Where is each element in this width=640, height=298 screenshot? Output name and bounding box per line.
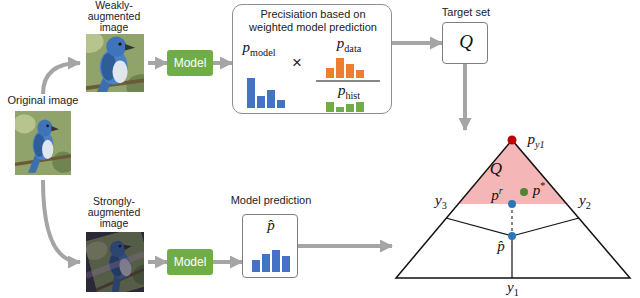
flow-arrow — [298, 244, 392, 248]
original-image — [13, 111, 75, 175]
node-label: Model prediction — [221, 193, 321, 207]
point-dot — [508, 232, 516, 240]
image-node: Original image — [4, 94, 82, 180]
simplex — [396, 136, 630, 279]
projection-line — [511, 236, 512, 278]
prediction-box: Model predictionp̂ — [242, 214, 298, 278]
node-label: × — [285, 53, 309, 72]
flow-arrow — [213, 260, 242, 264]
data-bars — [326, 58, 364, 78]
flow-arrow — [392, 41, 442, 45]
weak-image — [73, 26, 156, 102]
strong-image — [82, 225, 159, 298]
math-label: p̂ — [493, 238, 509, 255]
math-label: p* — [530, 182, 548, 199]
math-label: phist — [325, 82, 373, 99]
flow-arrow — [148, 260, 167, 264]
image-node: Strongly-augmented image — [80, 196, 148, 294]
node-label: Strongly-augmented image — [80, 196, 148, 229]
flow-arrow — [463, 64, 467, 130]
math-label: py1 — [523, 131, 549, 148]
projection-line — [512, 218, 579, 236]
node-label: Weakly-augmented image — [80, 0, 148, 33]
target-box: Target setQ — [442, 22, 488, 64]
point-dot — [520, 188, 528, 196]
math-label: p̂ — [243, 217, 299, 234]
math-label: y2 — [576, 192, 594, 209]
prediction-bars — [252, 250, 290, 272]
target-region — [458, 140, 567, 204]
node-label: Target set — [433, 5, 499, 19]
math-label: y3 — [432, 192, 450, 209]
vertex-dot — [508, 136, 517, 145]
model-bars — [247, 78, 285, 108]
fraction-line — [316, 80, 380, 81]
simplex-node: py1Qp* y3 y2 pr p̂ y1 — [392, 130, 636, 296]
dashed-line — [511, 204, 512, 236]
node-label: Model — [167, 56, 213, 70]
node-label: Model — [167, 255, 213, 269]
flow-arrow — [43, 180, 80, 262]
model-box: Model — [167, 249, 213, 275]
projection-line — [446, 218, 512, 236]
flow-arrow — [148, 61, 167, 65]
hist-bars — [326, 102, 364, 112]
model-box: Model — [167, 50, 213, 76]
math-label: pdata — [325, 35, 373, 52]
math-label: pr — [488, 187, 506, 204]
node-label: Original image — [4, 94, 82, 107]
point-dot — [508, 200, 516, 208]
flow-arrow — [213, 61, 232, 65]
math-label: y1 — [504, 279, 522, 296]
math-label: Q — [443, 33, 489, 50]
precisiation-box: Precisiation based on weighted model pre… — [232, 4, 392, 114]
math-label: pmodel — [239, 39, 279, 56]
flow-arrow — [43, 63, 80, 94]
math-label: Q — [486, 160, 506, 177]
node-label: Precisiation based on weighted model pre… — [238, 8, 388, 34]
simplex-outline — [396, 140, 630, 278]
image-node: Weakly-augmented image — [80, 0, 148, 94]
